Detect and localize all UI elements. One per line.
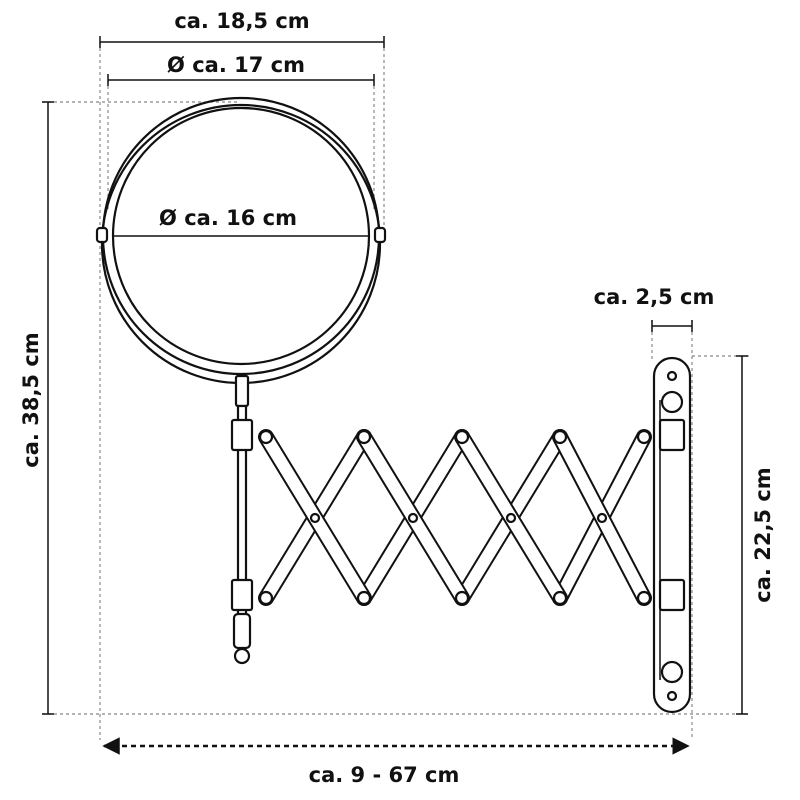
extension-dimension: ca. 9 - 67 cm — [102, 737, 690, 787]
wall-plate — [652, 356, 692, 714]
width-dimension: ca. 18,5 cm — [99, 9, 385, 48]
mirror-head: Ø ca. 16 cm — [95, 96, 387, 385]
total-height-label: ca. 38,5 cm — [19, 332, 43, 467]
frame-diameter-dimension: Ø ca. 17 cm — [107, 53, 375, 86]
frame-diameter-label: Ø ca. 17 cm — [167, 53, 305, 77]
plate-width-label: ca. 2,5 cm — [594, 285, 715, 309]
mirror-diameter-label: Ø ca. 16 cm — [159, 206, 297, 230]
overall-width-label: ca. 18,5 cm — [174, 9, 309, 33]
height-dimension: ca. 38,5 cm — [19, 101, 54, 715]
plate-height-label: ca. 22,5 cm — [751, 467, 775, 602]
extension-label: ca. 9 - 67 cm — [309, 763, 460, 787]
rivets — [258, 429, 652, 606]
plate-width-dimension: ca. 2,5 cm — [594, 285, 715, 332]
scissor-arm — [258, 429, 652, 606]
guide-lines — [42, 42, 750, 740]
plate-height-dimension: ca. 22,5 cm — [736, 355, 775, 715]
mirror-stem — [230, 374, 254, 665]
